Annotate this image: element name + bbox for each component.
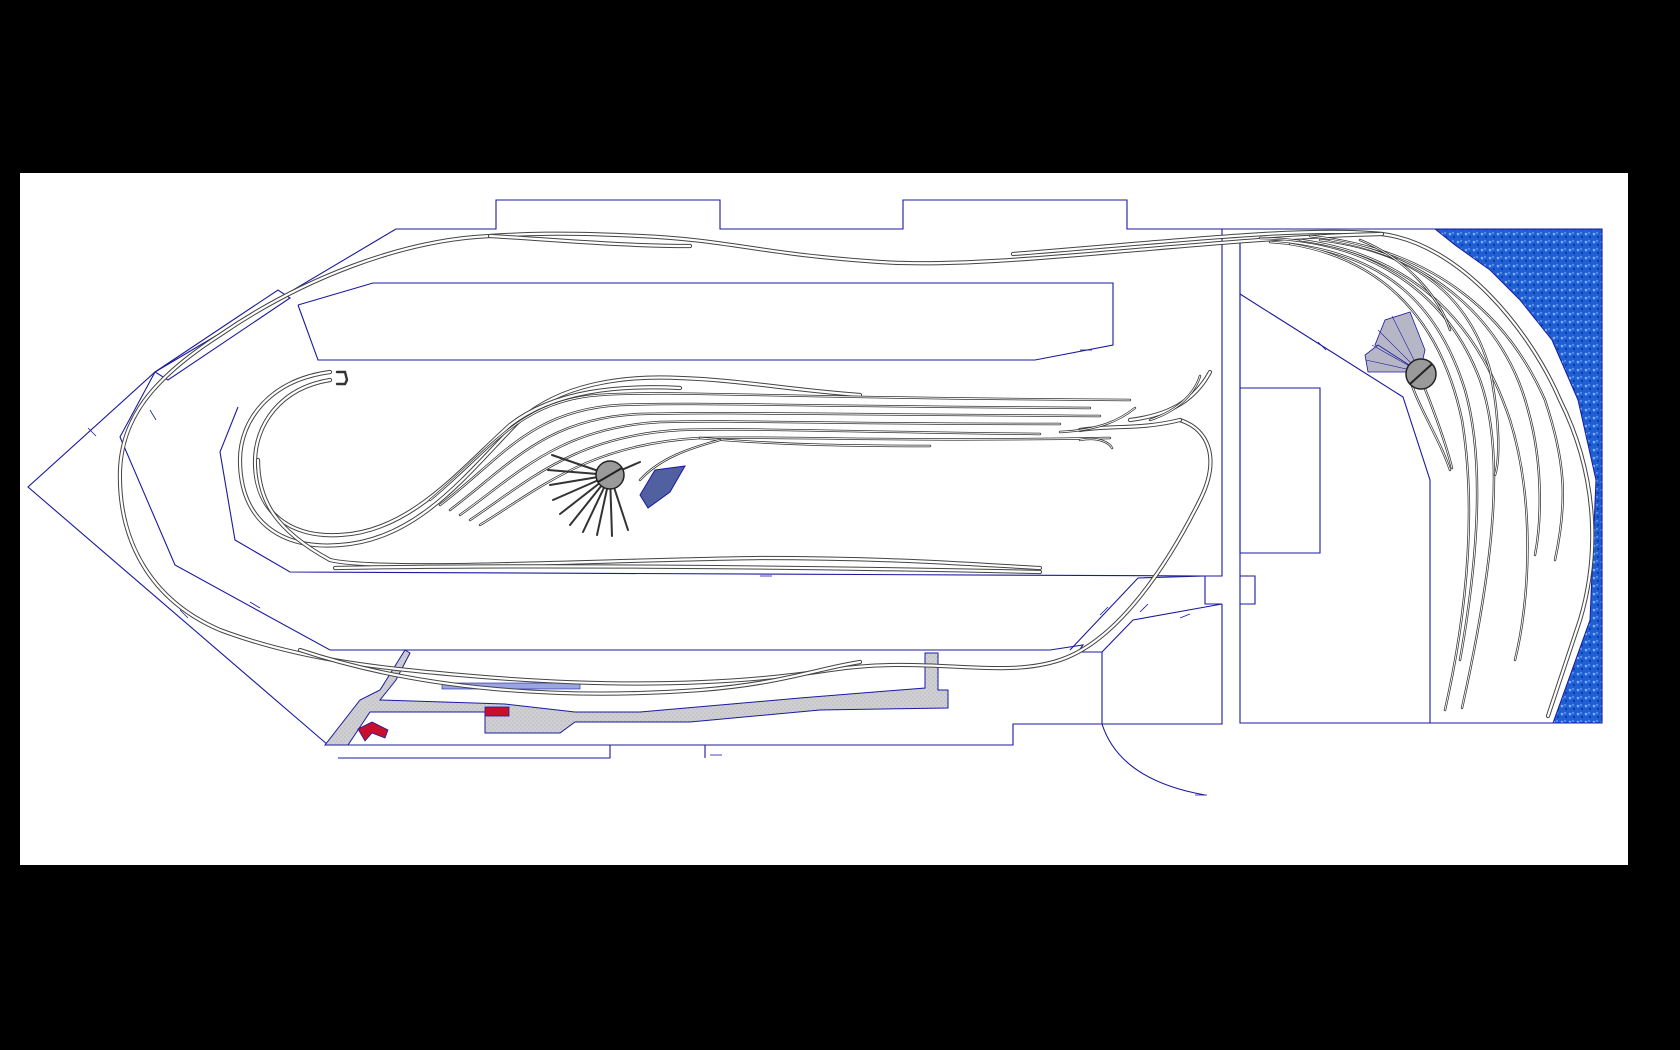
dimension-marks [87, 199, 1431, 796]
building-icon [357, 706, 510, 742]
freight-platform [323, 649, 949, 746]
roundhouse-icon [1364, 311, 1437, 390]
engine-service-pit [639, 465, 686, 509]
right-yard-tracks [1258, 234, 1565, 712]
center-yard-tracks [428, 392, 1137, 527]
main-line-track [117, 229, 1595, 719]
drawing-sheet [20, 173, 1628, 865]
inner-loop-track [237, 369, 1043, 575]
turntable-icon [547, 454, 641, 537]
